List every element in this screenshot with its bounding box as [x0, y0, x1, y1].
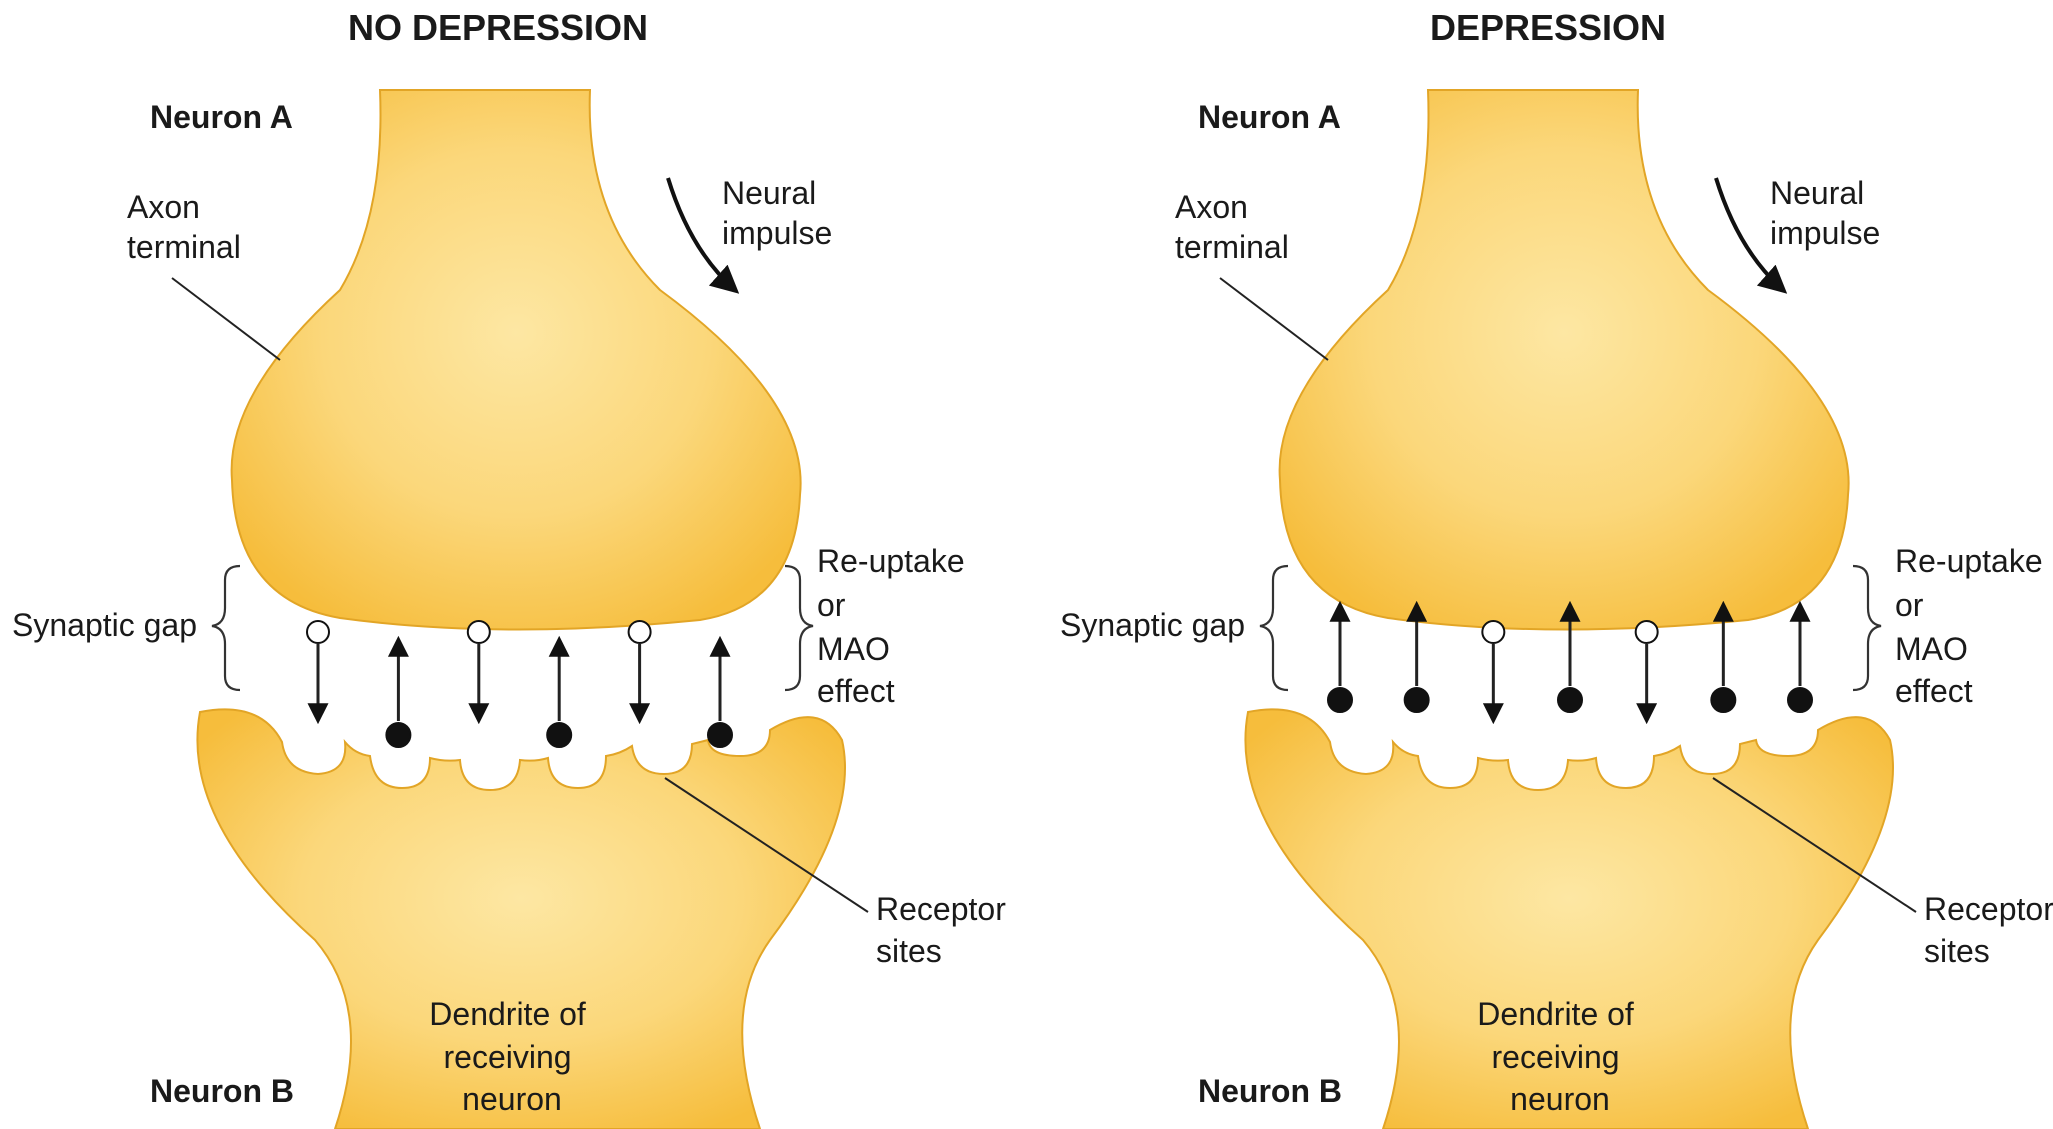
- molecule-open-down: [307, 621, 329, 720]
- panel-depression: DEPRESSION Neuron A Neuron B Axon termin…: [1060, 7, 2053, 1129]
- filled-molecule: [1711, 688, 1735, 712]
- neuron-a-label: Neuron A: [1198, 99, 1341, 135]
- neural-impulse-label: Neural impulse: [1770, 175, 1880, 251]
- molecule-filled-up: [1788, 605, 1812, 712]
- synaptic-gap-brace: [1260, 566, 1288, 690]
- open-molecule: [629, 621, 651, 643]
- panel-title: DEPRESSION: [1430, 7, 1666, 48]
- synaptic-gap-label: Synaptic gap: [12, 607, 197, 643]
- filled-molecule: [547, 723, 571, 747]
- neuron-b-label: Neuron B: [1198, 1073, 1342, 1109]
- neurotransmitter-molecules: [1328, 605, 1812, 720]
- axon-terminal-leader: [172, 278, 280, 360]
- reuptake-label: Re-uptake or MAO effect: [817, 543, 974, 709]
- filled-molecule: [1328, 688, 1352, 712]
- neurotransmitter-molecules: [307, 621, 732, 747]
- molecule-filled-up: [1328, 605, 1352, 712]
- receptor-sites-label: Receptor sites: [1924, 891, 2053, 969]
- axon-terminal-shape: [232, 90, 801, 630]
- filled-molecule: [386, 723, 410, 747]
- neural-impulse-label: Neural impulse: [722, 175, 832, 251]
- reuptake-brace: [785, 566, 813, 690]
- neuron-b-label: Neuron B: [150, 1073, 294, 1109]
- molecule-filled-up: [547, 640, 571, 747]
- molecule-open-down: [468, 621, 490, 720]
- open-molecule: [1482, 621, 1504, 643]
- molecule-open-down: [1636, 621, 1658, 720]
- receptor-sites-label: Receptor sites: [876, 891, 1015, 969]
- synaptic-gap-label: Synaptic gap: [1060, 607, 1245, 643]
- axon-terminal-leader: [1220, 278, 1328, 360]
- open-molecule: [1636, 621, 1658, 643]
- filled-molecule: [1405, 688, 1429, 712]
- reuptake-label: Re-uptake or MAO effect: [1895, 543, 2052, 709]
- axon-terminal-shape: [1280, 90, 1849, 630]
- neuron-a-label: Neuron A: [150, 99, 293, 135]
- open-molecule: [307, 621, 329, 643]
- axon-terminal-label: Axon terminal: [127, 189, 241, 265]
- axon-terminal-label: Axon terminal: [1175, 189, 1289, 265]
- filled-molecule: [1788, 688, 1812, 712]
- synaptic-gap-brace: [212, 566, 240, 690]
- filled-molecule: [1558, 688, 1582, 712]
- filled-molecule: [708, 723, 732, 747]
- molecule-filled-up: [386, 640, 410, 747]
- open-molecule: [468, 621, 490, 643]
- molecule-open-down: [629, 621, 651, 720]
- panel-no-depression: NO DEPRESSION Neuron A Neuron B Axon ter…: [12, 7, 1015, 1129]
- panel-title: NO DEPRESSION: [348, 7, 648, 48]
- molecule-filled-up: [708, 640, 732, 747]
- reuptake-brace: [1853, 566, 1881, 690]
- molecule-open-down: [1482, 621, 1504, 720]
